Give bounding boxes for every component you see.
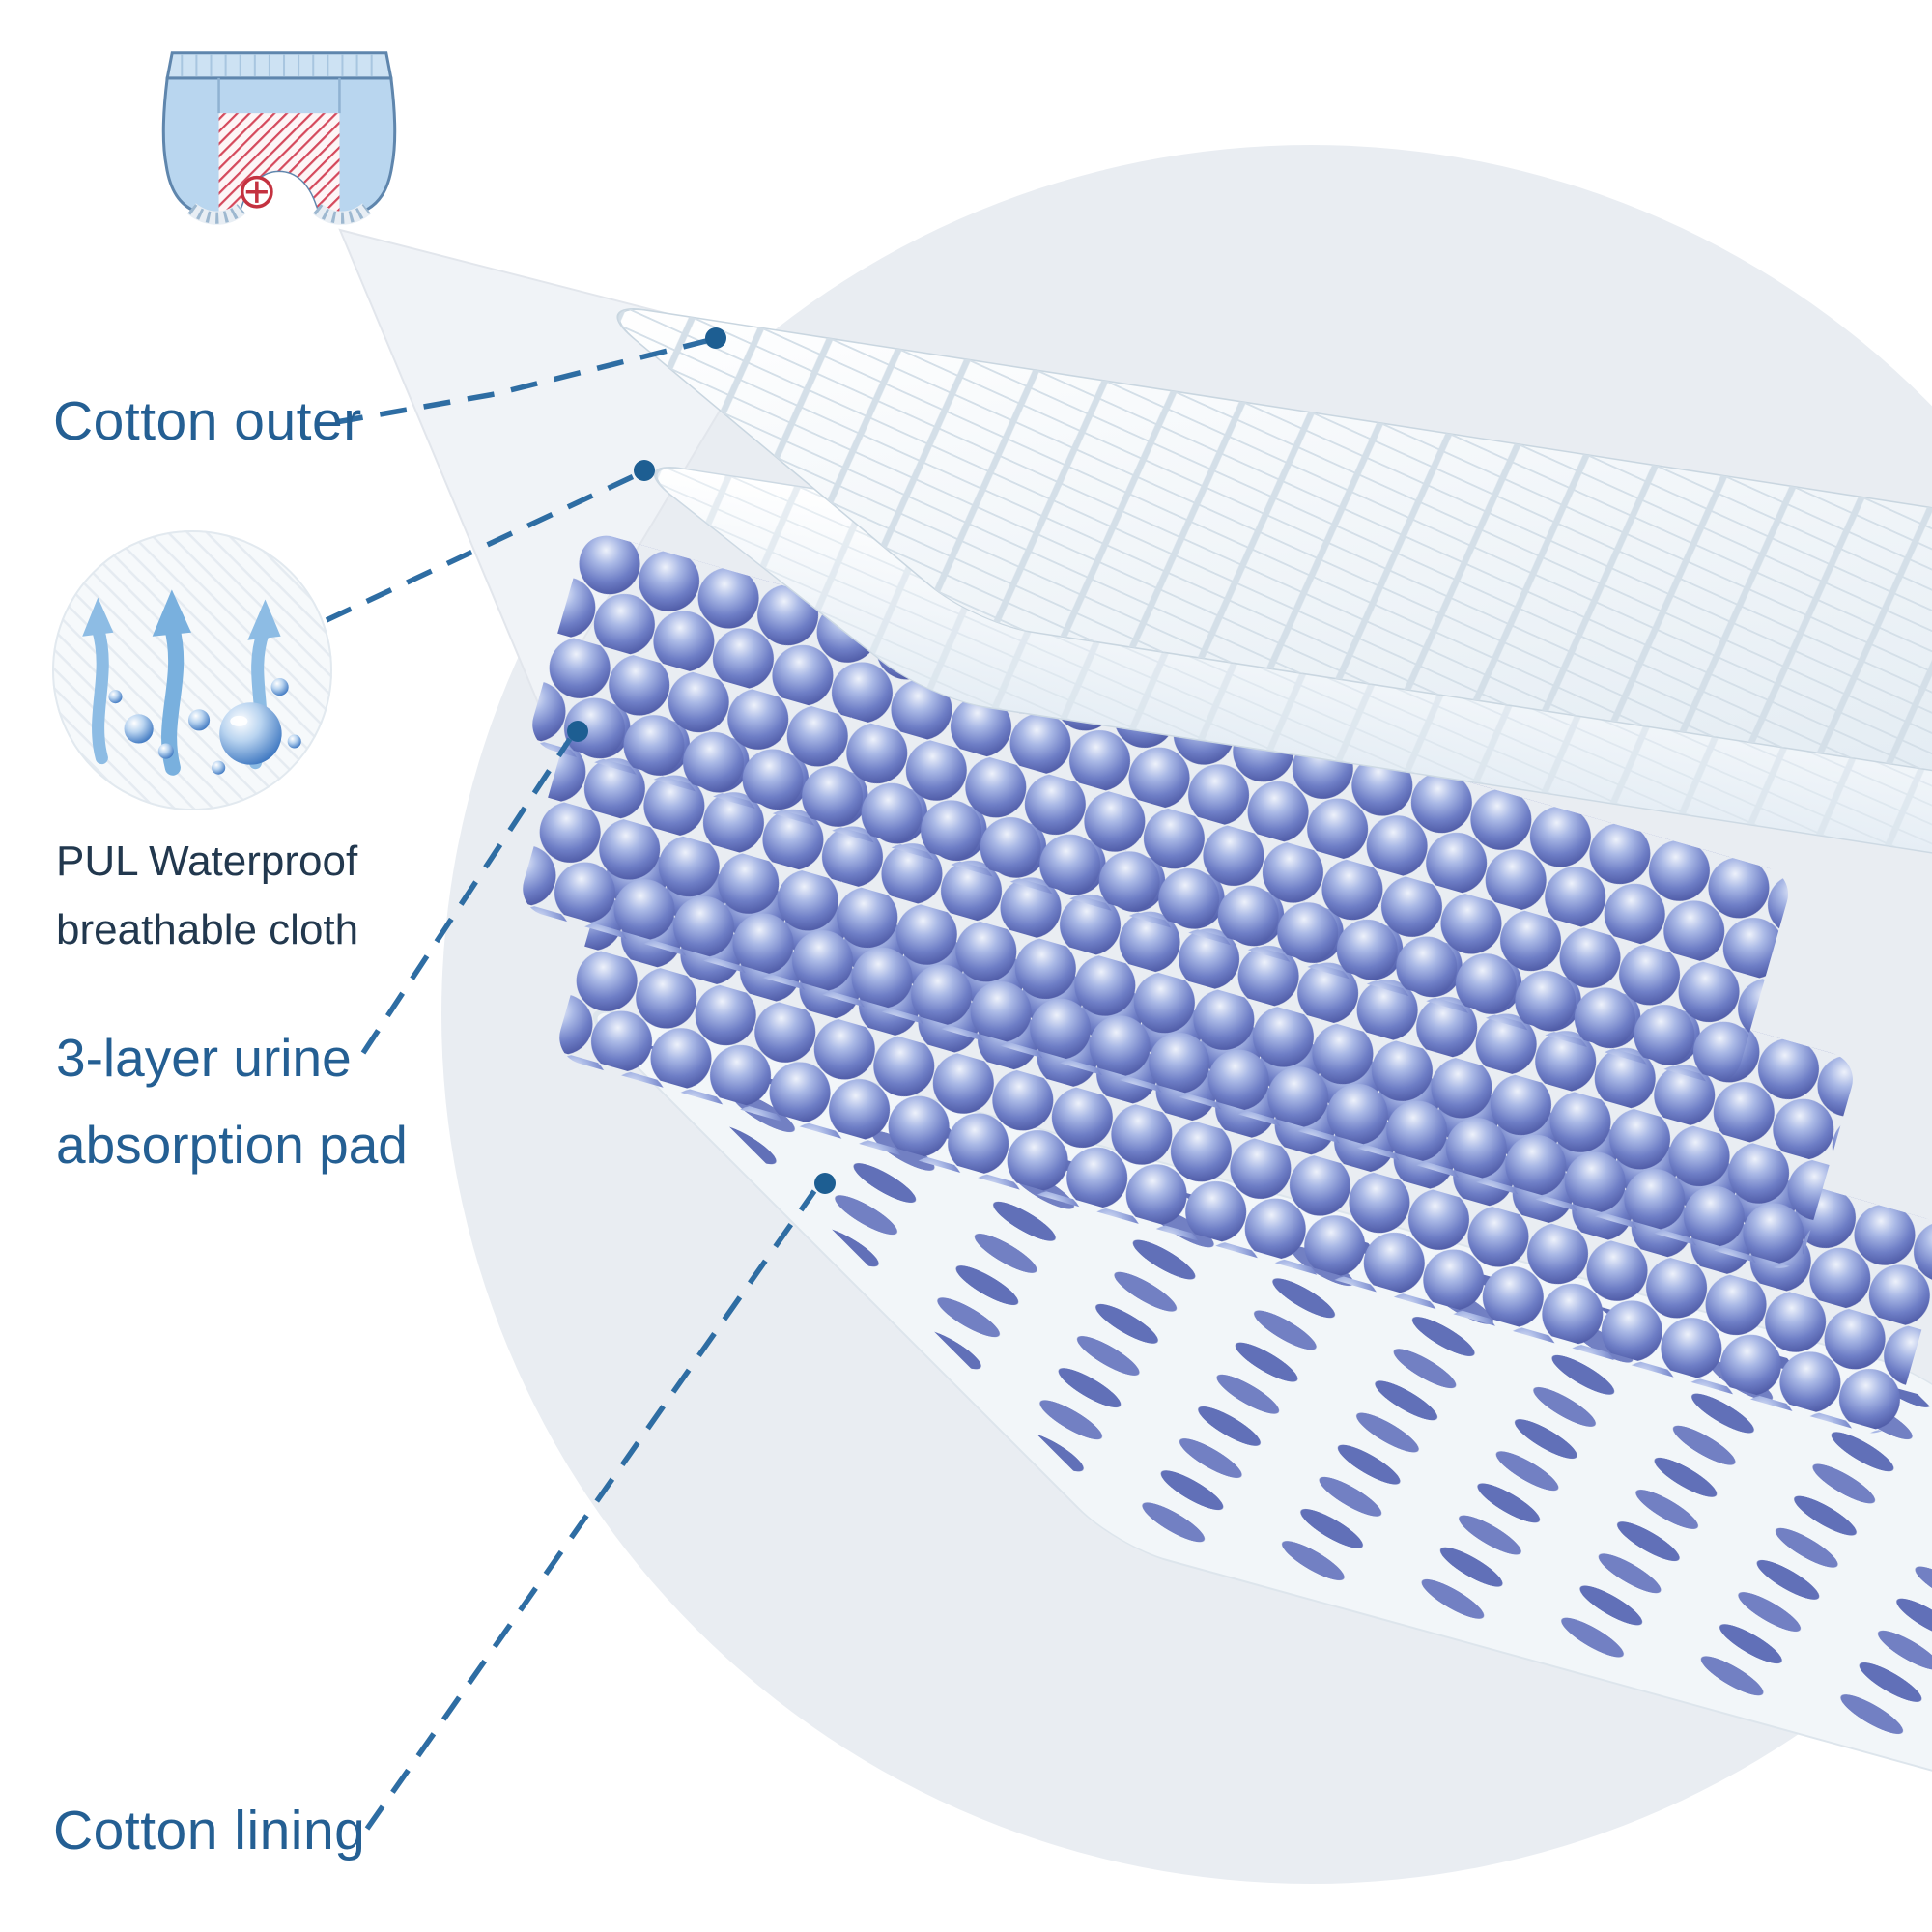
target-cross-icon [240, 175, 273, 209]
water-droplets [108, 678, 301, 775]
label-cotton-outer: Cotton outer [53, 390, 362, 452]
absorption-pad-layer-1 [532, 535, 1789, 1083]
label-pul-line1: PUL Waterproof [56, 838, 358, 885]
label-absorption-pad: 3-layer urine absorption pad [56, 1014, 408, 1188]
callout-line-cotton-lining [364, 1189, 817, 1831]
pants-waistband [165, 51, 393, 80]
label-pul-waterproof: PUL Waterproof breathable cloth [56, 827, 358, 964]
callout-line-absorption [360, 737, 573, 1055]
waistband-ribs [181, 54, 373, 76]
callout-line-cotton-outer [335, 338, 707, 425]
cotton-outer-sheet [616, 308, 1932, 832]
waterproof-breathable-icon [51, 529, 333, 811]
callout-dot-cotton-outer [705, 327, 726, 349]
training-pants-icon [143, 44, 415, 274]
callout-dot-pul [634, 460, 655, 481]
label-absorption-line2: absorption pad [56, 1115, 408, 1175]
label-cotton-lining: Cotton lining [53, 1800, 366, 1861]
label-absorption-line1: 3-layer urine [56, 1028, 352, 1088]
pants-seams [217, 77, 341, 114]
callout-dot-cotton-lining [814, 1173, 836, 1194]
callout-dot-absorption [567, 721, 588, 742]
callout-line-pul [325, 472, 638, 623]
absorption-pad-layer-2 [523, 699, 1853, 1268]
label-pul-line2: breathable cloth [56, 906, 359, 953]
